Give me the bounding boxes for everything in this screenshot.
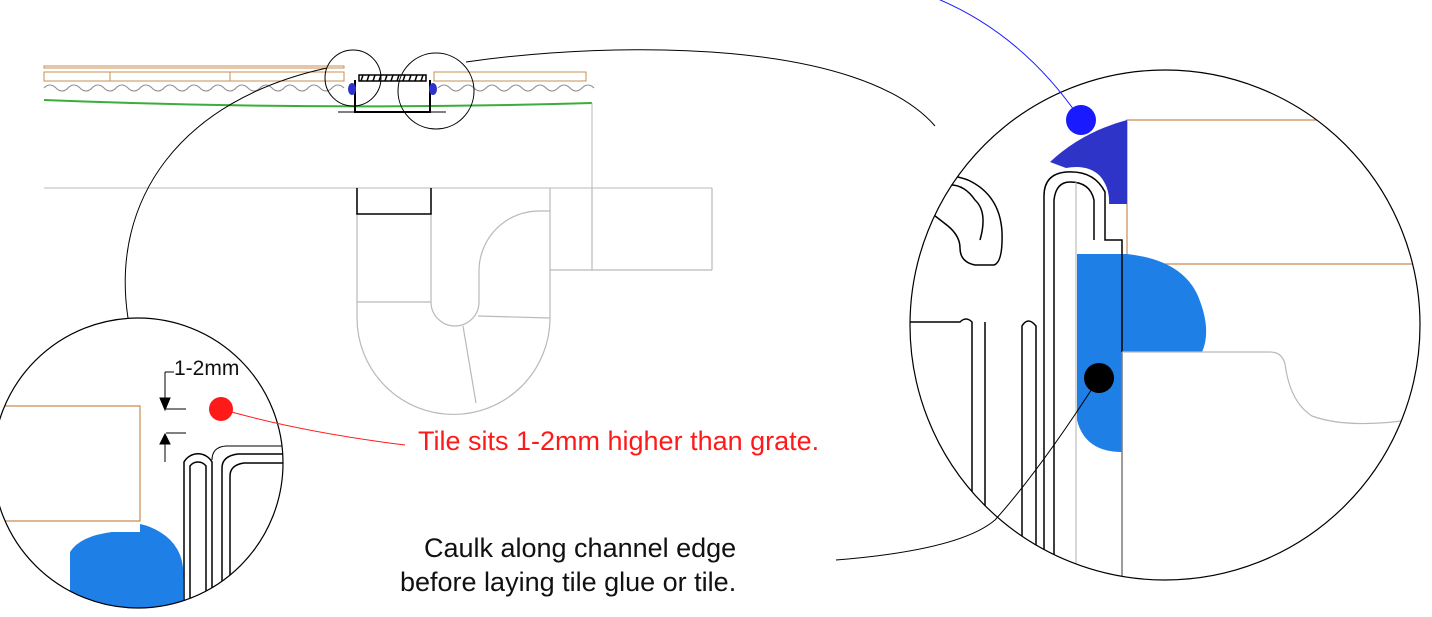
overview-membrane-line xyxy=(43,99,593,108)
overview-grate xyxy=(358,74,427,82)
detail-leader-right xyxy=(465,49,936,127)
gap-dimension-marker xyxy=(159,371,186,462)
gap-dimension-label: 1-2mm xyxy=(174,357,240,380)
adhesive-leader xyxy=(939,0,1082,121)
left-detail-channel xyxy=(183,453,283,608)
caulk-note-line-2: before laying tile glue or tile. xyxy=(400,567,737,597)
right-detail-subfloor xyxy=(1122,351,1420,425)
overview-adhesive-wave-left xyxy=(43,84,345,92)
overview-drain-channel xyxy=(338,80,446,113)
left-detail-outline xyxy=(0,317,284,609)
caulk-note-line-1: Caulk along channel edge xyxy=(423,533,737,563)
overview-pipe-collar xyxy=(356,188,432,215)
overview-detail-circle-left xyxy=(324,49,382,107)
right-detail-adhesive xyxy=(1050,120,1127,204)
right-detail-grate-frame xyxy=(910,318,1037,580)
left-detail-caulk xyxy=(70,524,184,608)
overview-tile-layer-left xyxy=(43,65,345,82)
right-detail-tile xyxy=(1126,119,1420,265)
overview-section xyxy=(43,49,713,416)
left-detail-grate xyxy=(211,445,283,461)
overview-caulk-right xyxy=(429,83,437,95)
left-detail-tile xyxy=(0,405,141,522)
overview-subfloor xyxy=(44,103,712,189)
detail-circle-right xyxy=(835,0,1421,581)
right-detail-outline xyxy=(909,69,1421,581)
overview-caulk-left xyxy=(348,83,356,95)
overview-detail-circle-right xyxy=(397,52,475,130)
overview-adhesive-wave-right xyxy=(437,84,595,92)
caulk-leader xyxy=(835,377,1100,561)
caulk-note: Caulk along channel edge before laying t… xyxy=(400,531,736,599)
tile-height-leader xyxy=(220,408,406,446)
right-detail-grate-lip xyxy=(910,173,1003,266)
tile-height-note: Tile sits 1-2mm higher than grate. xyxy=(418,426,820,456)
overview-tile-layer-right xyxy=(433,71,587,82)
right-detail-channel-wall xyxy=(1043,171,1123,580)
overview-drain-pipe xyxy=(356,188,713,416)
detail-leader-left xyxy=(124,67,328,319)
detail-circle-left xyxy=(0,317,406,609)
right-detail-caulk xyxy=(1077,254,1207,452)
